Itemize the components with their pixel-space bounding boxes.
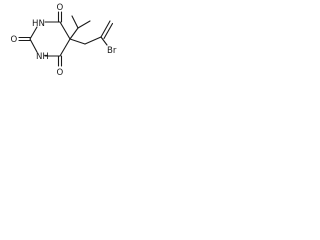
bond-n1-c2 — [29, 38, 38, 53]
bond-cbr-br — [100, 36, 108, 46]
bond-ch2-cbr — [84, 36, 102, 45]
bond-cbr-ch2-double-a — [100, 20, 111, 38]
bond-c2-n3 — [29, 26, 38, 40]
oxygen-label-bottom: O — [57, 68, 64, 78]
nh-label-bottom: NH — [36, 52, 49, 62]
bond-c4-c5 — [59, 21, 71, 40]
oxygen-label-top: O — [57, 3, 64, 13]
bond-c5-ch2 — [69, 38, 86, 45]
bond-cbr-ch2-double-b — [103, 22, 114, 40]
bromine-label: Br — [107, 46, 117, 56]
bond-c5-isopropyl — [69, 27, 79, 40]
nh-label-left: HN — [32, 19, 45, 29]
bond-isopropyl-methyl-b — [77, 20, 91, 29]
bond-c5-c6 — [59, 38, 71, 57]
oxygen-label-left: O — [11, 35, 18, 45]
chemical-structure-diagram: O O O HN NH Br — [11, 3, 117, 78]
bond-isopropyl-methyl-a — [71, 15, 79, 29]
